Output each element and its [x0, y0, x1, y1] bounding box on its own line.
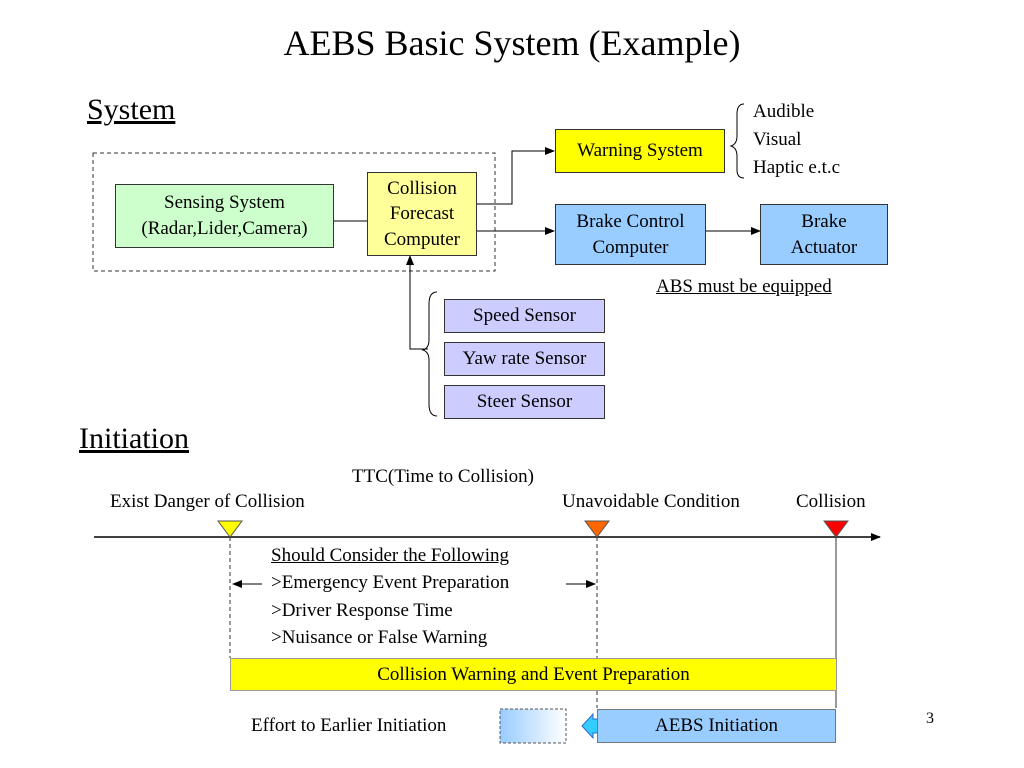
collision-marker	[823, 520, 849, 538]
consider-item-nuisance: >Nuisance or False Warning	[271, 627, 488, 648]
system-heading: System	[87, 93, 176, 126]
sensors-to-forecast-arrow	[406, 255, 428, 350]
brake-control-line1: Brake Control	[576, 210, 685, 232]
yaw-rate-sensor-label: Yaw rate Sensor	[462, 348, 587, 370]
warning-mode-audible: Audible	[753, 101, 815, 122]
forecast-to-warning-arrow	[477, 147, 555, 205]
aebs-initiation-label: AEBS Initiation	[655, 715, 778, 737]
unavoidable-marker	[584, 520, 610, 538]
danger-label: Exist Danger of Collision	[110, 491, 305, 512]
warning-system-label: Warning System	[577, 140, 703, 162]
brake-control-line2: Computer	[592, 236, 669, 258]
effort-box	[499, 708, 567, 744]
system-boundary	[92, 152, 496, 272]
collision-forecast-box: Collision Forecast Computer	[367, 172, 477, 256]
aebs-initiation-bar: AEBS Initiation	[597, 709, 836, 743]
sensing-system-box: Sensing System (Radar,Lider,Camera)	[115, 184, 334, 248]
unavoidable-label: Unavoidable Condition	[562, 491, 740, 512]
steer-sensor-box: Steer Sensor	[444, 385, 605, 419]
initiation-heading: Initiation	[79, 422, 189, 455]
warning-mode-visual: Visual	[753, 129, 802, 150]
speed-sensor-label: Speed Sensor	[473, 305, 576, 327]
abs-note: ABS must be equipped	[656, 276, 832, 297]
forecast-line3: Computer	[384, 228, 460, 250]
warning-system-box: Warning System	[555, 129, 725, 173]
sensors-brace	[421, 291, 438, 417]
warning-mode-haptic: Haptic e.t.c	[753, 157, 841, 178]
yaw-rate-sensor-box: Yaw rate Sensor	[444, 342, 605, 376]
forecast-line2: Forecast	[389, 203, 455, 225]
collision-warning-label: Collision Warning and Event Preparation	[377, 663, 690, 685]
brake-actuator-box: Brake Actuator	[760, 204, 888, 265]
brake-control-box: Brake Control Computer	[555, 204, 706, 265]
consider-item-emergency: >Emergency Event Preparation	[271, 572, 510, 593]
ttc-label: TTC(Time to Collision)	[352, 466, 534, 487]
brake-actuator-line2: Actuator	[790, 236, 858, 258]
sensing-line2: (Radar,Lider,Camera)	[141, 218, 308, 239]
forecast-line1: Collision	[387, 177, 457, 199]
brake-actuator-line1: Brake	[801, 210, 847, 232]
effort-label: Effort to Earlier Initiation	[251, 715, 447, 736]
page-number: 3	[926, 710, 934, 727]
consider-item-response: >Driver Response Time	[271, 600, 453, 621]
steer-sensor-label: Steer Sensor	[476, 391, 573, 413]
danger-marker	[217, 520, 243, 538]
collision-label: Collision	[796, 491, 866, 512]
sensing-line1: Sensing System	[164, 192, 285, 214]
warning-modes-brace	[729, 103, 745, 179]
consider-heading: Should Consider the Following	[271, 545, 510, 566]
collision-warning-bar: Collision Warning and Event Preparation	[230, 658, 837, 691]
page-title: AEBS Basic System (Example)	[283, 23, 741, 63]
speed-sensor-box: Speed Sensor	[444, 299, 605, 333]
